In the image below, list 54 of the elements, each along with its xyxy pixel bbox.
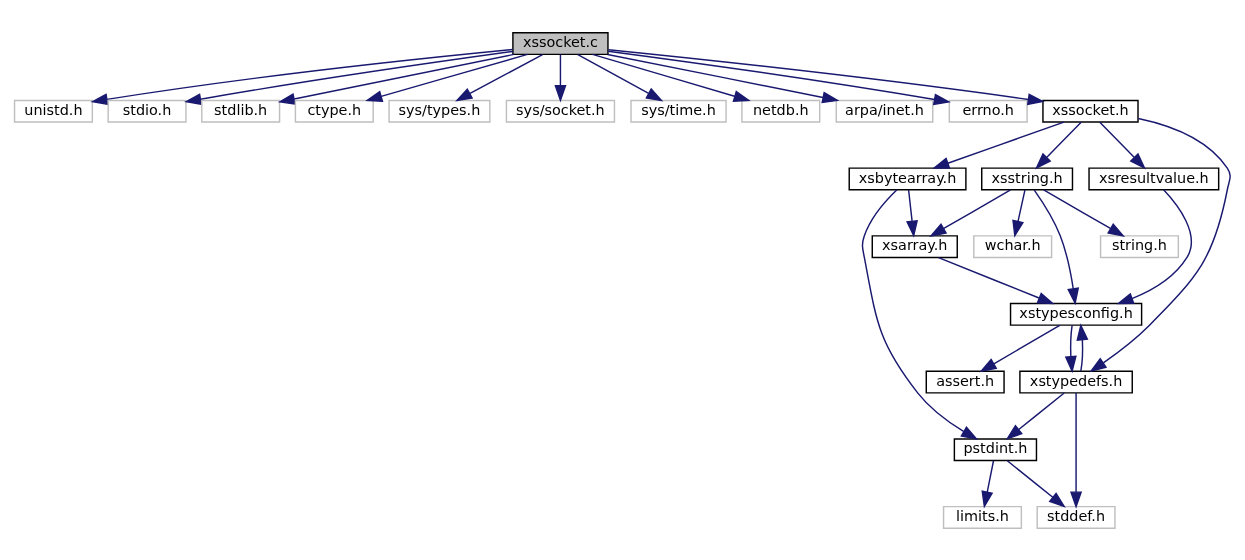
node-box: stdio.h	[107, 99, 187, 123]
arrow	[554, 53, 567, 102]
arrow	[1064, 324, 1077, 373]
arrow	[1116, 188, 1192, 304]
arrow	[365, 53, 529, 102]
arrow	[937, 256, 1055, 304]
arrow	[591, 53, 751, 102]
arrow	[906, 188, 919, 238]
arrow	[90, 48, 514, 105]
node-box: xsbytearray.h	[848, 166, 967, 190]
arrow	[577, 53, 664, 101]
arrow	[1070, 391, 1083, 509]
node-box: wchar.h	[973, 234, 1053, 258]
node-box: limits.h	[942, 505, 1023, 529]
arrow	[1034, 121, 1082, 169]
node-box: xsresultvalue.h	[1088, 166, 1220, 190]
node-box: sys/socket.h	[505, 99, 616, 123]
arrow	[861, 188, 979, 440]
arrow	[1042, 188, 1126, 237]
node-box: sys/time.h	[630, 99, 727, 123]
node-box: assert.h	[925, 370, 1005, 394]
node-box: unistd.h	[13, 99, 94, 123]
arrow	[1006, 459, 1066, 508]
arrow	[1089, 117, 1231, 372]
arrow	[1012, 188, 1026, 238]
arrow	[455, 53, 544, 101]
node-box: xssocket.h	[1042, 99, 1139, 123]
node-box: xstypesconfig.h	[1009, 302, 1143, 326]
node-box: errno.h	[948, 99, 1028, 123]
arrow	[1099, 121, 1146, 169]
arrow	[607, 49, 951, 105]
node-box: xsstring.h	[981, 166, 1074, 190]
node-box: arpa/inet.h	[835, 99, 934, 123]
arrow	[932, 120, 1065, 169]
node-box: pstdint.h	[953, 437, 1038, 461]
arrow	[1033, 188, 1080, 305]
arrow	[277, 53, 515, 105]
arrow	[606, 53, 840, 103]
node-box: sys/types.h	[388, 99, 491, 123]
node-box: stddef.h	[1036, 505, 1116, 529]
arrow	[929, 188, 1012, 237]
arrow	[184, 50, 514, 105]
node-box: string.h	[1099, 234, 1180, 258]
arrow	[981, 459, 995, 509]
arrow	[1005, 391, 1065, 440]
arrow	[1076, 322, 1089, 372]
node-box: stdlib.h	[201, 99, 281, 123]
arrow	[607, 48, 1045, 105]
node-box: xsarray.h	[871, 234, 958, 258]
node-box: netdb.h	[741, 99, 821, 123]
node-box: xssocket.c	[512, 31, 609, 55]
arrow	[979, 324, 1061, 372]
node-box: xstypedefs.h	[1019, 370, 1133, 394]
node-box: ctype.h	[294, 99, 374, 123]
